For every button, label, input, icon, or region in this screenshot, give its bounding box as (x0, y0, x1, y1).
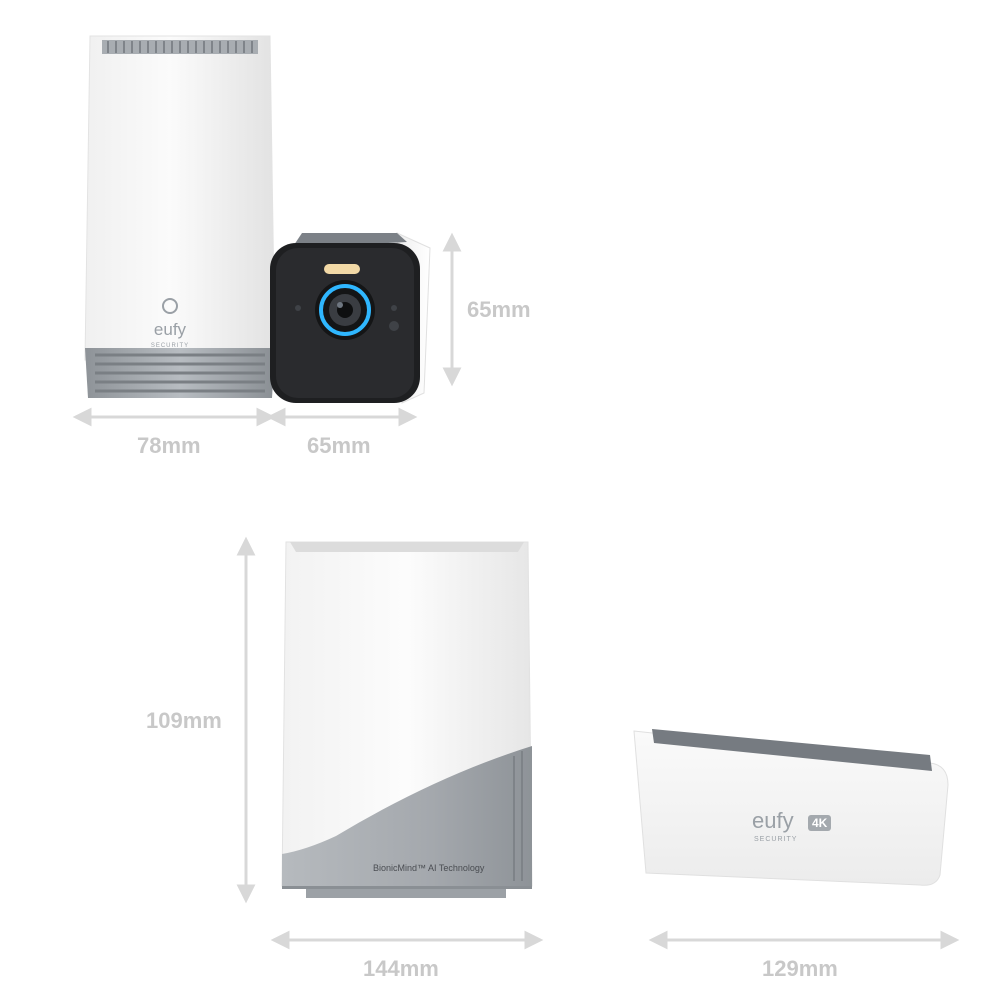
hub-brand-subtitle: SECURITY (150, 343, 190, 349)
camera-width-label: 65mm (307, 433, 371, 458)
hub-brand-logo: eufy (153, 320, 187, 339)
base-station-device (281, 541, 533, 898)
camera-side-4k-badge: 4K (808, 815, 832, 831)
hub-device (84, 35, 276, 398)
hub-width-label: 78mm (137, 433, 201, 458)
camera-side-device (633, 729, 949, 886)
base-width-label: 144mm (363, 956, 439, 981)
camera-side-brand-subtitle: SECURITY (754, 836, 798, 843)
base-height-label: 109mm (146, 708, 222, 733)
camera-depth-label: 129mm (762, 956, 838, 981)
camera-front-device (270, 232, 431, 404)
camera-height-label: 65mm (467, 297, 531, 322)
camera-side-brand-logo: eufy (752, 808, 794, 833)
base-station-tagline: BionicMind™ AI Technology (373, 863, 485, 873)
